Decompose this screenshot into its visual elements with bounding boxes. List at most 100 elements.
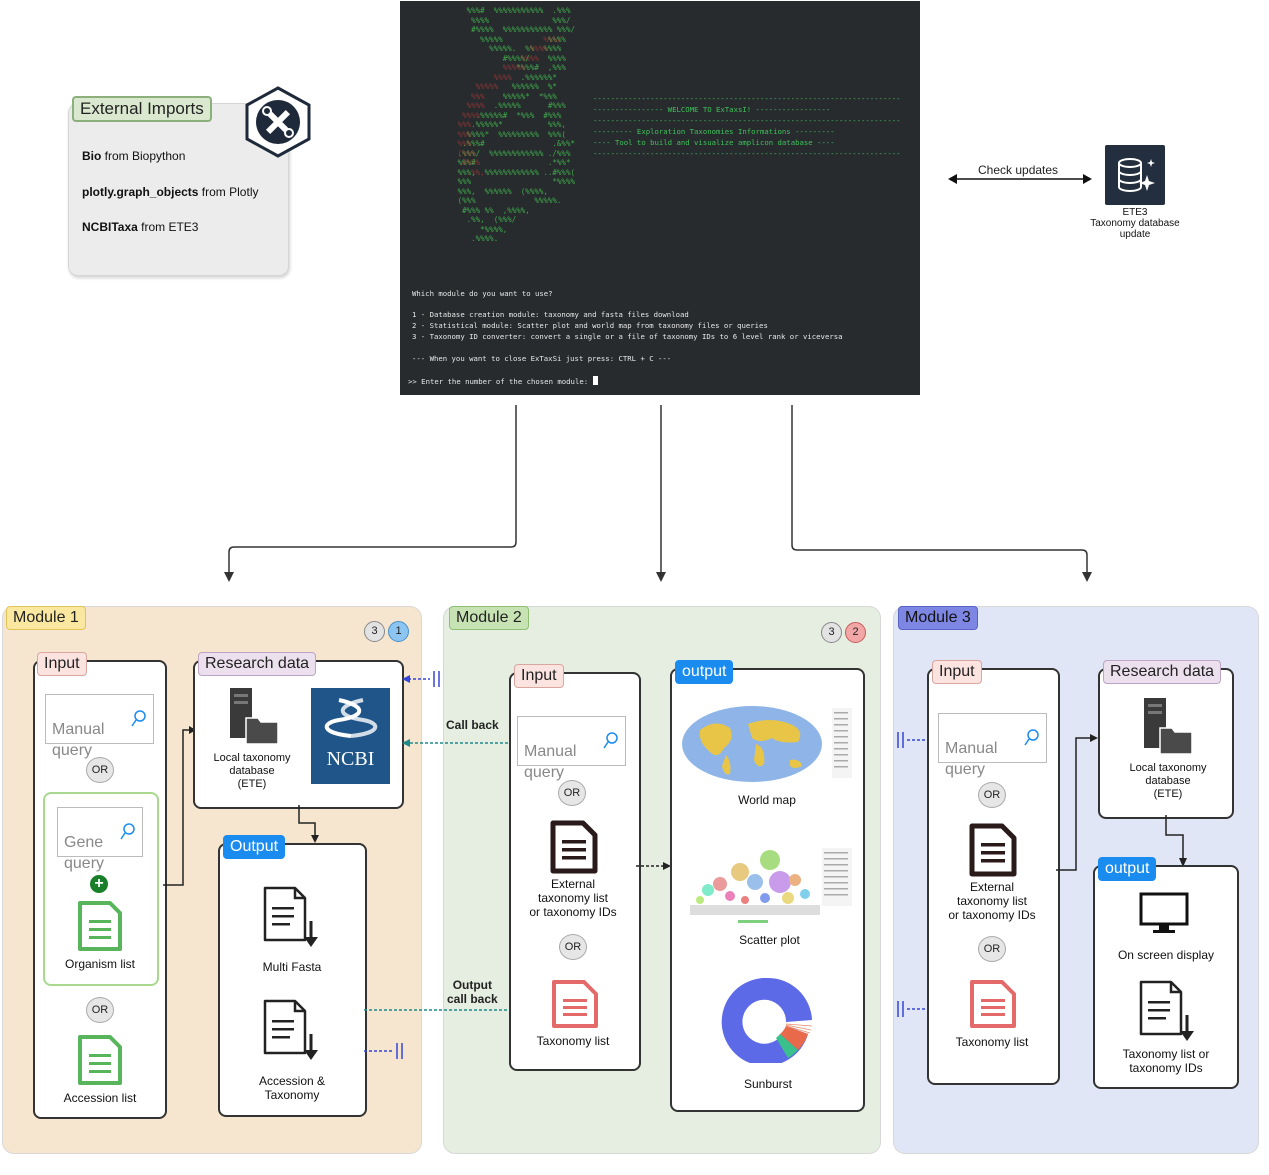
module1-or-2: OR	[86, 997, 114, 1023]
welcome-line-2: ---------------- WELCOME TO ExTaxsI! ---…	[593, 105, 831, 114]
module1-gene-query-input[interactable]: Gene query	[57, 807, 143, 872]
module3-external-list-doc-icon[interactable]	[969, 823, 1017, 877]
world-map-thumbnail[interactable]	[680, 700, 855, 788]
welcome-line-6: ----------------------------------------…	[593, 149, 901, 158]
module3-taxonomy-list-label: Taxonomy list	[955, 1035, 1029, 1049]
accession-list-label: Accession list	[63, 1091, 137, 1105]
ete3-update-label: ETE3 Taxonomy database update	[1090, 207, 1180, 240]
module2-taxonomy-list-label: Taxonomy list	[536, 1034, 610, 1048]
module1-callback-marker	[402, 671, 440, 687]
callback-arrow	[402, 739, 518, 747]
sunburst-thumbnail[interactable]	[720, 978, 815, 1063]
welcome-line-4: --------- Exploration Taxonomies Informa…	[593, 127, 835, 136]
module3-server-folder-icon	[1144, 698, 1193, 755]
organism-list-doc-icon[interactable]	[77, 900, 123, 952]
module3-input-to-research-arrow	[1056, 734, 1098, 871]
import-line-1: Bio from Biopython	[82, 149, 186, 163]
module1-output-marker	[364, 1043, 403, 1059]
module2-external-label: External taxonomy list or taxonomy IDs	[529, 877, 617, 919]
module2-input-to-output-arrow	[636, 862, 671, 870]
ncbi-logo: NCBI	[311, 688, 390, 784]
search-icon	[120, 823, 135, 840]
module1-research-title: Research data	[198, 652, 317, 676]
callback-label: Call back	[446, 718, 499, 732]
dna-ascii-art-red: %%%/ %%%% %%%% %%%%% %%%% %%%%% %%% %%%%…	[457, 34, 562, 177]
multi-fasta-doc-icon[interactable]	[262, 885, 324, 949]
module2-or-1: OR	[558, 780, 586, 806]
module1-input-to-research-arrow	[163, 726, 196, 886]
module1-local-db-label: Local taxonomy database (ETE)	[213, 752, 291, 790]
import-line-3: NCBITaxa from ETE3	[82, 220, 199, 234]
tools-icon	[244, 86, 312, 163]
module3-research-title: Research data	[1103, 660, 1222, 684]
module3-manual-query-input[interactable]: Manual query	[938, 713, 1047, 778]
module2-title: Module 2	[449, 606, 529, 630]
accession-taxonomy-doc-icon[interactable]	[262, 998, 324, 1062]
world-map-label: World map	[738, 793, 796, 807]
check-updates-arrow	[948, 174, 1092, 184]
external-imports-title: External Imports	[72, 96, 212, 122]
database-sparkle-icon[interactable]	[1105, 145, 1165, 205]
sunburst-label: Sunburst	[743, 1077, 793, 1091]
module1-or-1: OR	[86, 757, 114, 783]
check-updates-label: Check updates	[978, 163, 1059, 177]
multi-fasta-label: Multi Fasta	[262, 960, 322, 974]
module3-taxonomy-output-label: Taxonomy list or taxonomy IDs	[1122, 1047, 1210, 1075]
module1-output-title: Output	[223, 835, 286, 859]
dna-ascii-art: %%%# %%%%%%%%%%% .%%% %%%% %%%/ #%%%% %%…	[457, 6, 575, 243]
module1-input-title: Input	[37, 652, 87, 676]
terminal-prompt[interactable]: >> Enter the number of the chosen module…	[408, 376, 598, 386]
scatter-plot-thumbnail[interactable]	[680, 842, 855, 927]
module2-badge-2: 2	[845, 622, 866, 643]
module3-taxonomy-output-doc-icon[interactable]	[1138, 979, 1200, 1043]
search-icon	[603, 732, 618, 749]
module1-title: Module 1	[6, 606, 86, 630]
module3-output-title: output	[1098, 857, 1157, 881]
taxonomy-list-doc-icon[interactable]	[551, 979, 599, 1029]
module1-research-to-output-arrow	[298, 805, 319, 843]
module3-taxonomy-list-doc-icon[interactable]	[969, 979, 1017, 1029]
module2-manual-query-input[interactable]: Manual query	[517, 716, 626, 781]
search-icon	[1024, 729, 1039, 746]
welcome-line-1: ----------------------------------------…	[593, 94, 901, 103]
module1-badge-3: 3	[364, 621, 385, 642]
organism-list-label: Organism list	[64, 957, 135, 971]
on-screen-display-label: On screen display	[1117, 948, 1215, 962]
output-callback-label: Output call back	[447, 978, 498, 1006]
terminal-window[interactable]: %%%# %%%%%%%%%%% .%%% %%%% %%%/ #%%%% %%…	[400, 1, 920, 395]
welcome-line-3: ----------------------------------------…	[593, 116, 901, 125]
module3-input-title: Input	[932, 660, 982, 684]
terminal-option-1: 1 - Database creation module: taxonomy a…	[412, 310, 689, 319]
module3-external-label: External taxonomy list or taxonomy IDs	[948, 880, 1036, 922]
module3-or-2: OR	[978, 936, 1006, 962]
module3-title: Module 3	[898, 606, 978, 630]
search-icon	[131, 710, 146, 727]
plus-icon: +	[90, 875, 108, 893]
scatter-plot-label: Scatter plot	[739, 933, 800, 947]
cursor-icon	[592, 376, 598, 385]
external-list-doc-icon[interactable]	[550, 820, 598, 874]
accession-list-doc-icon[interactable]	[77, 1034, 123, 1086]
terminal-flow-arrows	[224, 405, 1092, 582]
module2-badge-3: 3	[821, 622, 842, 643]
module2-or-2: OR	[559, 934, 587, 960]
dna-helix-icon	[324, 698, 378, 738]
terminal-option-3: 3 - Taxonomy ID converter: convert a sin…	[412, 332, 843, 341]
server-folder-icon	[230, 688, 279, 745]
ncbi-logo-text: NCBI	[326, 748, 375, 770]
terminal-question: Which module do you want to use?	[412, 289, 553, 298]
terminal-close-hint: --- When you want to close ExTaxSi just …	[412, 354, 672, 363]
module3-research-to-output-arrow	[1165, 815, 1187, 867]
terminal-option-2: 2 - Statistical module: Scatter plot and…	[412, 321, 768, 330]
module3-local-db-label: Local taxonomy database (ETE)	[1129, 762, 1207, 800]
module3-or-1: OR	[978, 782, 1006, 808]
module3-output-box	[1093, 865, 1239, 1089]
accession-taxonomy-label: Accession & Taxonomy	[258, 1074, 326, 1102]
module1-badge-1: 1	[388, 621, 409, 642]
welcome-line-5: ---- Tool to build and visualize amplico…	[593, 138, 835, 147]
import-line-2: plotly.graph_objects from Plotly	[82, 185, 259, 199]
module2-output-title: output	[675, 660, 734, 684]
module2-input-title: Input	[514, 664, 564, 688]
monitor-icon	[1139, 892, 1189, 933]
module1-manual-query-input[interactable]: Manual query	[45, 694, 154, 759]
